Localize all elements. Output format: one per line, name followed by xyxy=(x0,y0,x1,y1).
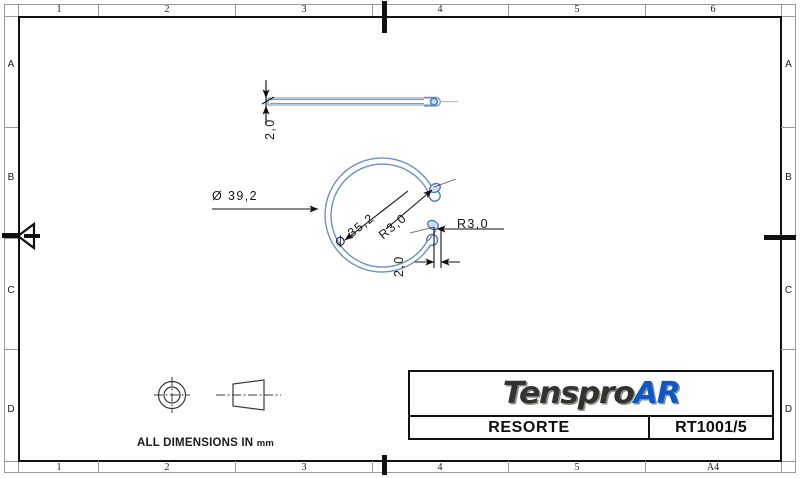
zone-label-right-d: D xyxy=(784,404,793,415)
dim-label-hook-radius-lower: R3,0 xyxy=(457,217,490,231)
title-block-info-row: RESORTE RT1001/5 xyxy=(410,417,772,438)
zone-label-left-c: C xyxy=(7,285,15,296)
zone-label-left-b: B xyxy=(7,172,15,183)
zone-label-bottom-3: 3 xyxy=(301,462,307,473)
zone-label-right-a: A xyxy=(785,59,792,70)
center-tick-top xyxy=(382,1,387,33)
zone-label-top-3: 3 xyxy=(301,4,307,15)
zone-divider-left-1 xyxy=(4,127,18,128)
zone-divider-right-3 xyxy=(781,349,796,350)
dim-label-gap-width: 2,0 xyxy=(392,255,406,277)
center-tick-bottom xyxy=(382,455,387,475)
zone-label-top-1: 1 xyxy=(56,4,62,15)
zone-label-left-a: A xyxy=(7,59,15,70)
zone-divider-top-2 xyxy=(235,4,236,16)
drawing-number-field: RT1001/5 xyxy=(675,418,747,436)
zone-label-left-d: D xyxy=(7,404,15,415)
units-note-unit: mm xyxy=(256,438,274,449)
zone-label-bottom-5: 5 xyxy=(574,462,580,473)
zone-divider-top-5 xyxy=(645,4,646,16)
title-block: TensproAR RESORTE RT1001/5 xyxy=(408,370,774,440)
page-rule-bottom xyxy=(4,472,796,473)
zone-label-top-2: 2 xyxy=(164,4,170,15)
zone-label-top-5: 5 xyxy=(574,4,580,15)
zone-label-top-4: 4 xyxy=(437,4,443,15)
part-name-field: RESORTE xyxy=(410,417,650,438)
logo-text-primary: Tenspro xyxy=(502,375,635,411)
zone-divider-left-2 xyxy=(4,238,18,239)
zone-label-top-6: 6 xyxy=(710,4,716,15)
zone-label-right-c: C xyxy=(784,285,793,296)
zone-label-bottom-4: 4 xyxy=(437,462,443,473)
zone-divider-bottom-5 xyxy=(645,461,646,473)
page-rule-top xyxy=(4,4,796,5)
title-block-logo-cell: TensproAR xyxy=(410,372,772,417)
center-tick-right xyxy=(764,235,796,240)
logo-text-accent: AR xyxy=(633,375,680,411)
zone-label-bottom-1: 1 xyxy=(56,462,62,473)
dim-label-outer-diameter: Ø 39,2 xyxy=(212,189,258,203)
zone-divider-right-1 xyxy=(781,127,796,128)
zone-label-bottom-2: 2 xyxy=(164,462,170,473)
zone-divider-bottom-3 xyxy=(372,461,373,473)
zone-divider-bottom-2 xyxy=(235,461,236,473)
zone-label-bottom-format: A4 xyxy=(706,462,720,473)
zone-divider-top-1 xyxy=(98,4,99,16)
company-logo: TensproAR xyxy=(502,375,681,411)
zone-divider-bottom-4 xyxy=(508,461,509,473)
zone-divider-top-3 xyxy=(372,4,373,16)
units-note-text: ALL DIMENSIONS IN xyxy=(137,437,254,449)
zone-divider-bottom-1 xyxy=(98,461,99,473)
units-note: ALL DIMENSIONS IN mm xyxy=(137,437,274,449)
dim-label-wire-thickness: 2,0 xyxy=(263,118,277,140)
zone-divider-top-4 xyxy=(508,4,509,16)
zone-label-right-b: B xyxy=(785,172,792,183)
zone-divider-left-3 xyxy=(4,349,18,350)
